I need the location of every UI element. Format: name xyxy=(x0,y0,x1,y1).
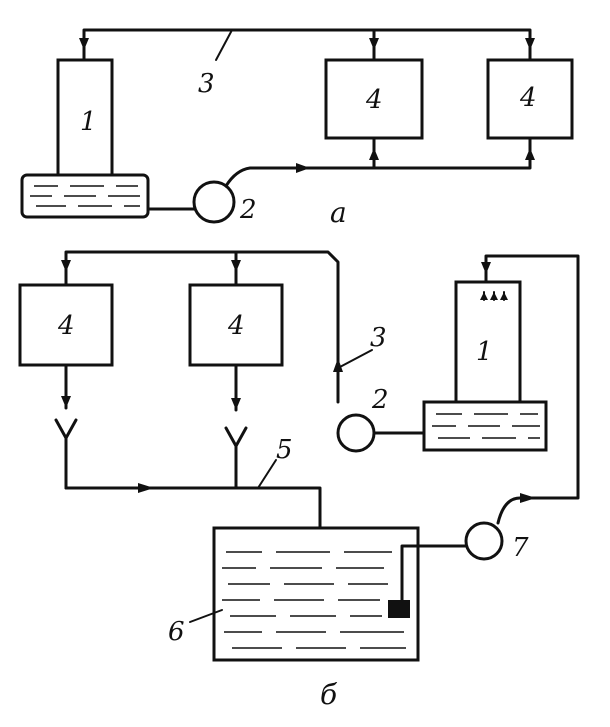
drain-line-5 xyxy=(64,486,322,530)
label-pump-2-a: 2 xyxy=(239,195,257,225)
label-drain-5: 5 xyxy=(276,435,293,465)
arrow-up-icon xyxy=(369,148,379,160)
unit-4-b-1 xyxy=(18,283,114,367)
arrow-down-icon xyxy=(231,260,241,272)
unit-4-a-2 xyxy=(486,58,574,140)
arrow-down-icon xyxy=(61,396,71,408)
leader-line-3-a xyxy=(215,29,233,61)
arrow-right-icon xyxy=(520,493,536,503)
tank-liquid-lines xyxy=(432,413,540,439)
leader-line-3-b xyxy=(337,349,373,369)
arrow-down-icon xyxy=(231,398,241,410)
arrow-down-icon xyxy=(481,262,491,274)
label-reservoir-6: 6 xyxy=(168,617,185,647)
label-pump-2-b: 2 xyxy=(371,385,389,415)
filter-block xyxy=(388,600,410,618)
arrow-right-icon xyxy=(138,483,154,493)
discharge-line-a xyxy=(224,136,532,188)
leader-line-5 xyxy=(257,459,277,489)
reservoir-liquid-lines xyxy=(222,551,406,649)
tank-liquid-lines xyxy=(30,185,140,207)
arrow-down-icon xyxy=(369,38,379,50)
arrow-down-icon xyxy=(79,38,89,50)
caption-b: б xyxy=(320,678,338,711)
funnel-b-1 xyxy=(54,418,78,490)
pump-7 xyxy=(464,521,504,561)
suction-pipe xyxy=(400,544,468,602)
reservoir-6 xyxy=(212,526,420,662)
caption-a: а xyxy=(330,196,347,229)
label-pump-7: 7 xyxy=(512,533,529,563)
arrow-down-icon xyxy=(525,38,535,50)
scheme-b: 4 4 3 2 1 5 6 7 б xyxy=(18,250,580,711)
arrow-down-icon xyxy=(61,260,71,272)
return-line-b xyxy=(484,254,580,525)
supply-line-3-a xyxy=(82,28,532,62)
label-line-3-b: 3 xyxy=(370,323,387,353)
pump-2-a xyxy=(192,180,236,224)
unit-4-a-1 xyxy=(324,58,424,140)
spray-nozzles xyxy=(480,291,508,301)
label-tank-1-b: 1 xyxy=(476,337,493,367)
arrow-up-icon xyxy=(525,148,535,160)
label-unit-4-a-1: 4 xyxy=(365,85,383,115)
arrow-up-icon xyxy=(333,358,343,372)
scheme-a: 1 3 4 4 2 а xyxy=(20,28,574,229)
label-tank-1-a: 1 xyxy=(80,107,97,137)
label-unit-4-a-2: 4 xyxy=(519,83,537,113)
funnel-b-2 xyxy=(224,426,248,490)
unit-4-b-2 xyxy=(188,283,284,367)
pump-2-b xyxy=(336,413,376,453)
leader-line-6 xyxy=(189,609,223,623)
label-unit-4-b-1: 4 xyxy=(57,311,75,341)
arrow-right-icon xyxy=(296,163,310,173)
label-unit-4-b-2: 4 xyxy=(227,311,245,341)
label-line-3-a: 3 xyxy=(198,69,215,99)
